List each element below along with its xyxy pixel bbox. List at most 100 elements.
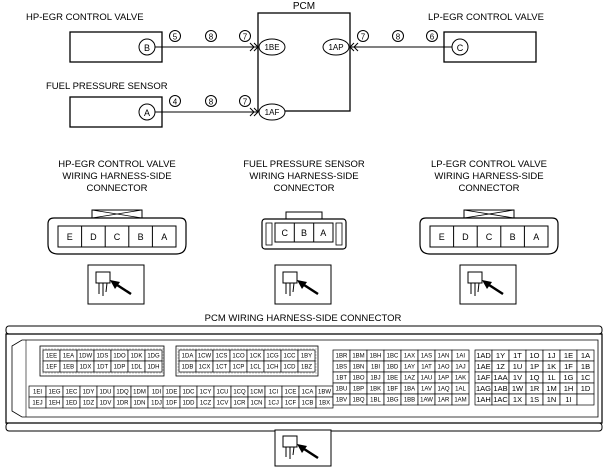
pcm-pin-label: 1EI: [33, 390, 42, 396]
pcm-pin-label: 1F: [564, 362, 573, 371]
pcm-pin-label: 1E: [564, 351, 573, 360]
connector-symbol-hp: [249, 42, 259, 52]
pcm-pin-label: 1EJ: [32, 401, 42, 407]
pcm-pin-3: 1AP: [328, 43, 343, 52]
pcm-pin-label: 1CD: [283, 365, 296, 371]
pcm-pin-label: 1DD: [182, 401, 195, 407]
pcm-pin-label: 1BE: [387, 376, 398, 382]
pcm-pin-label: 1Y: [496, 351, 505, 360]
pcm-pin-label: 1AN: [438, 354, 450, 360]
pcm-pin-label: 1DP: [114, 365, 126, 371]
pcm-pin-label: 1BD: [387, 365, 399, 371]
pcm-pin-label: 1ED: [66, 401, 78, 407]
pcm-pin-label: 1DL: [131, 365, 143, 371]
pcm-pin-label: 1CR: [233, 401, 246, 407]
fuel-connector-pin-1: C: [281, 228, 288, 238]
pcm-pin-label: 1T: [513, 351, 522, 360]
pcm-pin-label: 1BZ: [301, 365, 312, 371]
pcm-pin-label: 1CH: [266, 365, 278, 371]
hp-connector-pin-1: E: [67, 232, 73, 242]
pcm-pin-label: 1BR: [336, 354, 348, 360]
pcm-pin-label: 1CB: [302, 401, 314, 407]
pcm-pin-label: 1BO: [352, 376, 364, 382]
pcm-pin-label: 1CI: [269, 390, 279, 396]
hp-marker-3: 7: [243, 33, 248, 42]
fuel-connector-title-1: FUEL PRESSURE SENSOR: [243, 159, 365, 170]
pcm-pin-label: 1BQ: [352, 398, 364, 404]
connector-symbol-fuel: [249, 107, 259, 117]
pcm-pin-label: 1BA: [404, 387, 415, 393]
pcm-pin-label: 1BW: [318, 390, 331, 396]
pcm-pin-label: 1DE: [166, 390, 178, 396]
pcm-pin-cell: [297, 360, 316, 373]
connector-plug-icon: [274, 264, 332, 305]
pcm-pin-label: 1O: [529, 351, 539, 360]
pcm-pin-label: 1AC: [493, 395, 508, 404]
pcm-pin-label: 1BN: [353, 365, 365, 371]
pcm-pin-cell: [144, 360, 163, 373]
pcm-pin-label: 1AQ: [437, 387, 449, 393]
fuel-connector-pin-2: B: [301, 228, 307, 238]
pcm-pin-label: 1BJ: [370, 376, 380, 382]
lp-connector-pin-5: A: [533, 232, 539, 242]
pcm-pin-label: 1CK: [250, 354, 262, 360]
pcm-pin-label: 1AH: [476, 395, 491, 404]
hp-connector-pin-4: B: [138, 232, 144, 242]
pcm-pin-label: 1DH: [147, 365, 159, 371]
lp-connector-pin-3: C: [486, 232, 493, 242]
pcm-pin-label: 1DO: [113, 354, 126, 360]
pcm-pin-label: 1X: [513, 395, 522, 404]
hp-egr-connector-view: HP-EGR CONTROL VALVE WIRING HARNESS-SIDE…: [47, 159, 187, 305]
lp-connector-pin-4: B: [510, 232, 516, 242]
pcm-pin-label: 1CW: [198, 354, 212, 360]
pcm-pin-label: 1DS: [97, 354, 109, 360]
pcm-pin-label: 1DV: [100, 401, 112, 407]
pcm-pin-label: 1EH: [49, 401, 61, 407]
connector-symbol-lp: [349, 42, 359, 52]
pcm-pin-label: 1CS: [216, 354, 228, 360]
pcm-pin-label: 1B: [581, 362, 590, 371]
hp-connector-title-2: WIRING HARNESS-SIDE: [62, 171, 171, 182]
pcm-pin-label: 1BY: [301, 354, 312, 360]
fuel-connector-view: FUEL PRESSURE SENSOR WIRING HARNESS-SIDE…: [243, 159, 365, 305]
pcm-pin-label: 1DN: [133, 401, 145, 407]
pcm-pin-label: 1DR: [116, 401, 129, 407]
pcm-pin-label: 1AI: [456, 354, 465, 360]
pcm-pin-label: 1I: [565, 395, 571, 404]
pcm-pin-label: 1BI: [371, 365, 380, 371]
pcm-pin-label: 1CA: [302, 390, 314, 396]
pcm-pin-label: 1BU: [336, 387, 348, 393]
pcm-pin-label: 1M: [546, 384, 556, 393]
pcm-pin-label: 1DK: [131, 354, 143, 360]
pcm-pin-label: 1BT: [336, 376, 347, 382]
connector-plug-icon: [87, 264, 145, 305]
pcm-pin-label: 1BP: [353, 387, 364, 393]
pcm-pin-label: 1AP: [438, 376, 449, 382]
pcm-title: PCM: [293, 1, 315, 12]
pcm-pin-cell: [451, 393, 470, 406]
pcm-pin-label: 1AW: [420, 398, 433, 404]
pcm-pin-label: 1DM: [133, 390, 146, 396]
pcm-pin-label: 1BC: [387, 354, 399, 360]
pcm-pin-label: 1CX: [199, 365, 211, 371]
hp-markers: 5 8 7: [169, 30, 251, 42]
pcm-pin-label: 1D: [581, 384, 591, 393]
pcm-pin-oval-3: [322, 38, 350, 56]
pcm-pin-label: 1R: [530, 384, 540, 393]
pcm-pin-label: 1A: [581, 351, 590, 360]
pcm-pin-label: 1Z: [496, 362, 505, 371]
pcm-pin-label: 1BM: [352, 354, 364, 360]
pcm-pin-label: 1EG: [48, 390, 60, 396]
pcm-pin-label: 1W: [512, 384, 524, 393]
pcm-pin-label: 1G: [563, 373, 573, 382]
fuel-markers: 4 8 7: [169, 95, 251, 107]
hp-marker-1: 5: [173, 33, 178, 42]
pcm-pin-label: 1CY: [200, 390, 212, 396]
pcm-pin-label: 1DJ: [151, 401, 162, 407]
pcm-pin-label: 1DZ: [83, 401, 95, 407]
pcm-pin-label: 1BH: [370, 354, 382, 360]
pcm-pin-oval-2: [258, 103, 286, 121]
pcm-pin-label: 1EB: [63, 365, 74, 371]
lp-marker-1: 7: [361, 33, 366, 42]
